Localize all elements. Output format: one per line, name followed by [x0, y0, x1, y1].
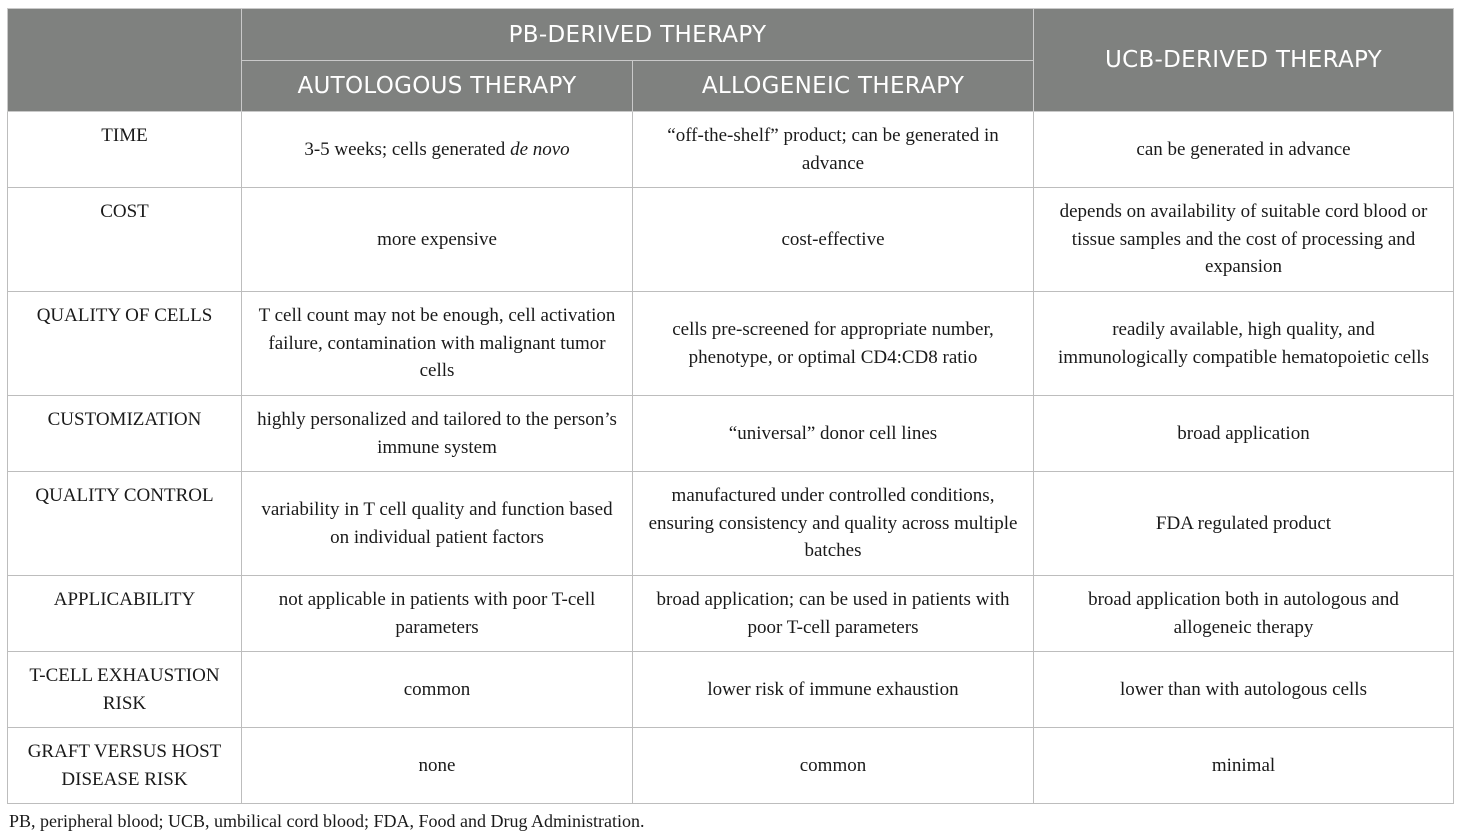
allogeneic-cell: lower risk of immune exhaustion [632, 651, 1034, 728]
ucb-cell: depends on availability of suitable cord… [1033, 187, 1454, 292]
row-label: T-CELL EXHAUSTION RISK [7, 651, 242, 728]
table-row: CUSTOMIZATION highly personalized and ta… [7, 395, 1454, 472]
autologous-cell: T cell count may not be enough, cell act… [241, 291, 633, 396]
table-row: T-CELL EXHAUSTION RISK common lower risk… [7, 651, 1454, 728]
table-body: TIME 3-5 weeks; cells generated de novo … [7, 111, 1454, 804]
table-row: GRAFT VERSUS HOST DISEASE RISK none comm… [7, 727, 1454, 804]
header-autologous: AUTOLOGOUS THERAPY [241, 60, 633, 112]
table-header: PB-DERIVED THERAPY UCB-DERIVED THERAPY A… [7, 8, 1454, 112]
ucb-cell: can be generated in advance [1033, 111, 1454, 188]
row-label: QUALITY CONTROL [7, 471, 242, 576]
allogeneic-cell: “off-the-shelf” product; can be generate… [632, 111, 1034, 188]
autologous-italic-text: de novo [510, 138, 570, 160]
row-label: CUSTOMIZATION [7, 395, 242, 472]
ucb-cell: broad application [1033, 395, 1454, 472]
table-row: QUALITY OF CELLS T cell count may not be… [7, 291, 1454, 396]
table-footnote: PB, peripheral blood; UCB, umbilical cor… [9, 811, 645, 831]
allogeneic-cell: “universal” donor cell lines [632, 395, 1034, 472]
autologous-text: 3-5 weeks; cells generated [304, 138, 511, 160]
row-label: GRAFT VERSUS HOST DISEASE RISK [7, 727, 242, 804]
autologous-cell: more expensive [241, 187, 633, 292]
table-row: COST more expensive cost-effective depen… [7, 187, 1454, 292]
ucb-cell: broad application both in autologous and… [1033, 575, 1454, 652]
allogeneic-cell: broad application; can be used in patien… [632, 575, 1034, 652]
ucb-cell: FDA regulated product [1033, 471, 1454, 576]
header-allogeneic: ALLOGENEIC THERAPY [632, 60, 1034, 112]
table-row: APPLICABILITY not applicable in patients… [7, 575, 1454, 652]
row-label: COST [7, 187, 242, 292]
allogeneic-cell: manufactured under controlled conditions… [632, 471, 1034, 576]
table-row: TIME 3-5 weeks; cells generated de novo … [7, 111, 1454, 188]
row-label: APPLICABILITY [7, 575, 242, 652]
allogeneic-cell: common [632, 727, 1034, 804]
autologous-cell: not applicable in patients with poor T-c… [241, 575, 633, 652]
allogeneic-cell: cost-effective [632, 187, 1034, 292]
ucb-cell: minimal [1033, 727, 1454, 804]
autologous-cell: common [241, 651, 633, 728]
row-label: TIME [7, 111, 242, 188]
ucb-cell: lower than with autologous cells [1033, 651, 1454, 728]
header-ucb-derived: UCB-DERIVED THERAPY [1033, 8, 1454, 112]
autologous-cell: 3-5 weeks; cells generated de novo [241, 111, 633, 188]
ucb-cell: readily available, high quality, and imm… [1033, 291, 1454, 396]
autologous-cell: variability in T cell quality and functi… [241, 471, 633, 576]
autologous-cell: highly personalized and tailored to the … [241, 395, 633, 472]
comparison-table: PB-DERIVED THERAPY UCB-DERIVED THERAPY A… [7, 8, 1454, 804]
autologous-cell: none [241, 727, 633, 804]
row-label: QUALITY OF CELLS [7, 291, 242, 396]
table-row: QUALITY CONTROL variability in T cell qu… [7, 471, 1454, 576]
header-pb-derived: PB-DERIVED THERAPY [241, 8, 1034, 61]
header-empty-cell [7, 8, 242, 112]
allogeneic-cell: cells pre-screened for appropriate numbe… [632, 291, 1034, 396]
